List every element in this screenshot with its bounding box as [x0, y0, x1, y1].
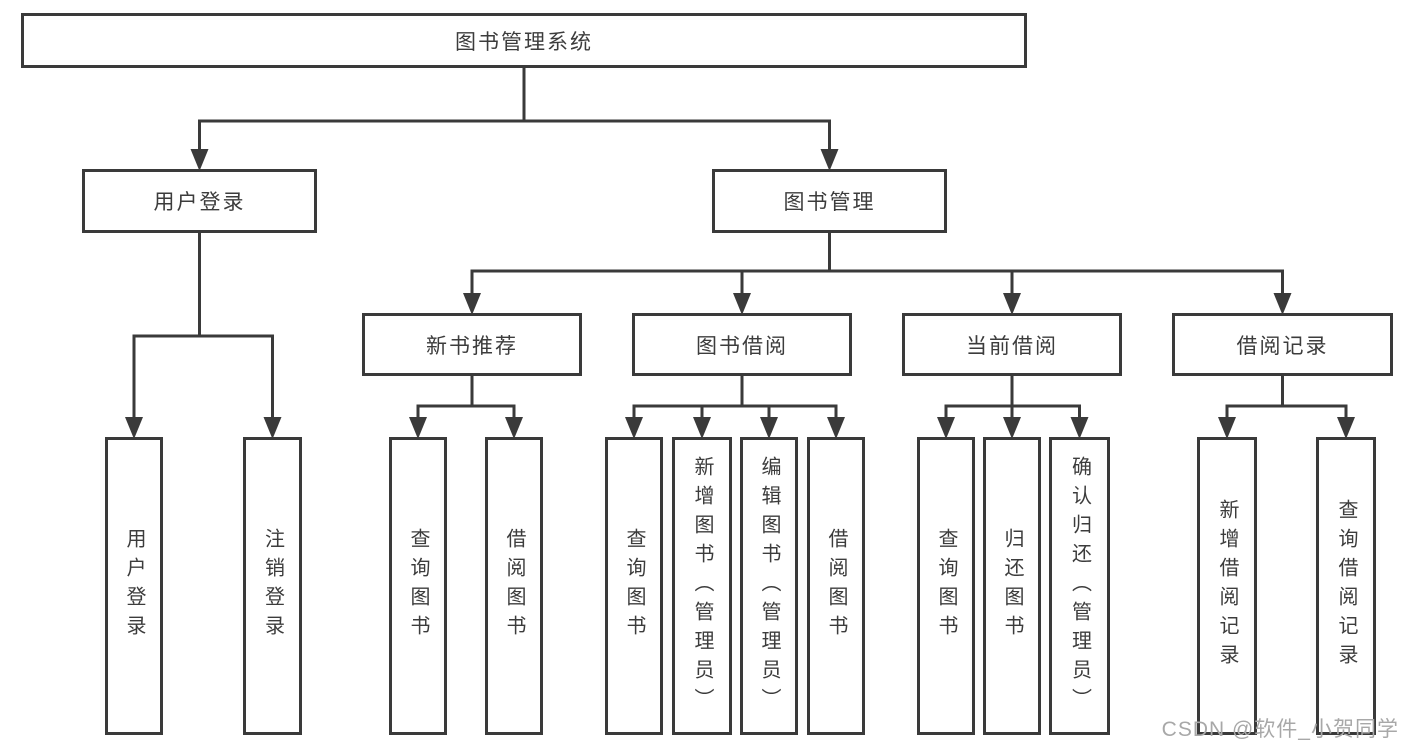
node-col-return-book: 归还图书: [983, 437, 1041, 735]
node-col-add-book-admin: 新增图书（管理员）: [672, 437, 732, 735]
node-col-confirm-return-admin: 确认归还（管理员）: [1049, 437, 1110, 735]
node-col-user-login: 用户登录: [105, 437, 163, 735]
node-label-col-borrow-book-2: 借阅图书: [825, 528, 847, 644]
node-label-col-query-book-2: 查询图书: [623, 528, 645, 644]
node-label-col-query-book-1: 查询图书: [407, 528, 429, 644]
node-label-borrowing-records: 借阅记录: [1236, 334, 1329, 358]
node-label-current-borrowing: 当前借阅: [966, 334, 1058, 358]
node-label-book-borrowing: 图书借阅: [696, 334, 788, 358]
node-borrowing-records: 借阅记录: [1172, 313, 1393, 376]
node-col-borrow-book-1: 借阅图书: [485, 437, 543, 735]
node-col-query-book-1: 查询图书: [389, 437, 447, 735]
node-col-query-book-3: 查询图书: [917, 437, 975, 735]
node-col-borrow-book-2: 借阅图书: [807, 437, 865, 735]
node-label-col-add-book-admin: 新增图书（管理员）: [691, 455, 713, 717]
node-label-col-edit-book-admin: 编辑图书（管理员）: [758, 455, 780, 717]
node-book-management: 图书管理: [712, 169, 947, 233]
node-label-col-confirm-return-admin: 确认归还（管理员）: [1068, 455, 1091, 717]
node-label-user-login: 用户登录: [153, 191, 246, 214]
node-current-borrowing: 当前借阅: [902, 313, 1122, 376]
node-label-new-book-recommend: 新书推荐: [426, 334, 518, 358]
node-label-col-query-borrow-record: 查询借阅记录: [1335, 499, 1357, 673]
node-book-borrowing: 图书借阅: [632, 313, 852, 376]
node-col-query-borrow-record: 查询借阅记录: [1316, 437, 1376, 735]
node-col-edit-book-admin: 编辑图书（管理员）: [740, 437, 798, 735]
node-label-root: 图书管理系统: [455, 30, 593, 54]
node-label-col-borrow-book-1: 借阅图书: [503, 528, 525, 644]
node-label-book-management: 图书管理: [783, 191, 876, 214]
node-col-query-book-2: 查询图书: [605, 437, 663, 735]
node-label-col-query-book-3: 查询图书: [935, 528, 957, 644]
node-label-col-logout: 注销登录: [261, 528, 284, 644]
node-label-col-add-borrow-record: 新增借阅记录: [1216, 499, 1238, 673]
node-col-add-borrow-record: 新增借阅记录: [1197, 437, 1257, 735]
node-col-logout: 注销登录: [243, 437, 302, 735]
node-new-book-recommend: 新书推荐: [362, 313, 582, 376]
node-label-col-user-login: 用户登录: [123, 528, 145, 644]
node-user-login: 用户登录: [82, 169, 317, 233]
node-label-col-return-book: 归还图书: [1001, 528, 1023, 644]
node-root: 图书管理系统: [21, 13, 1027, 68]
